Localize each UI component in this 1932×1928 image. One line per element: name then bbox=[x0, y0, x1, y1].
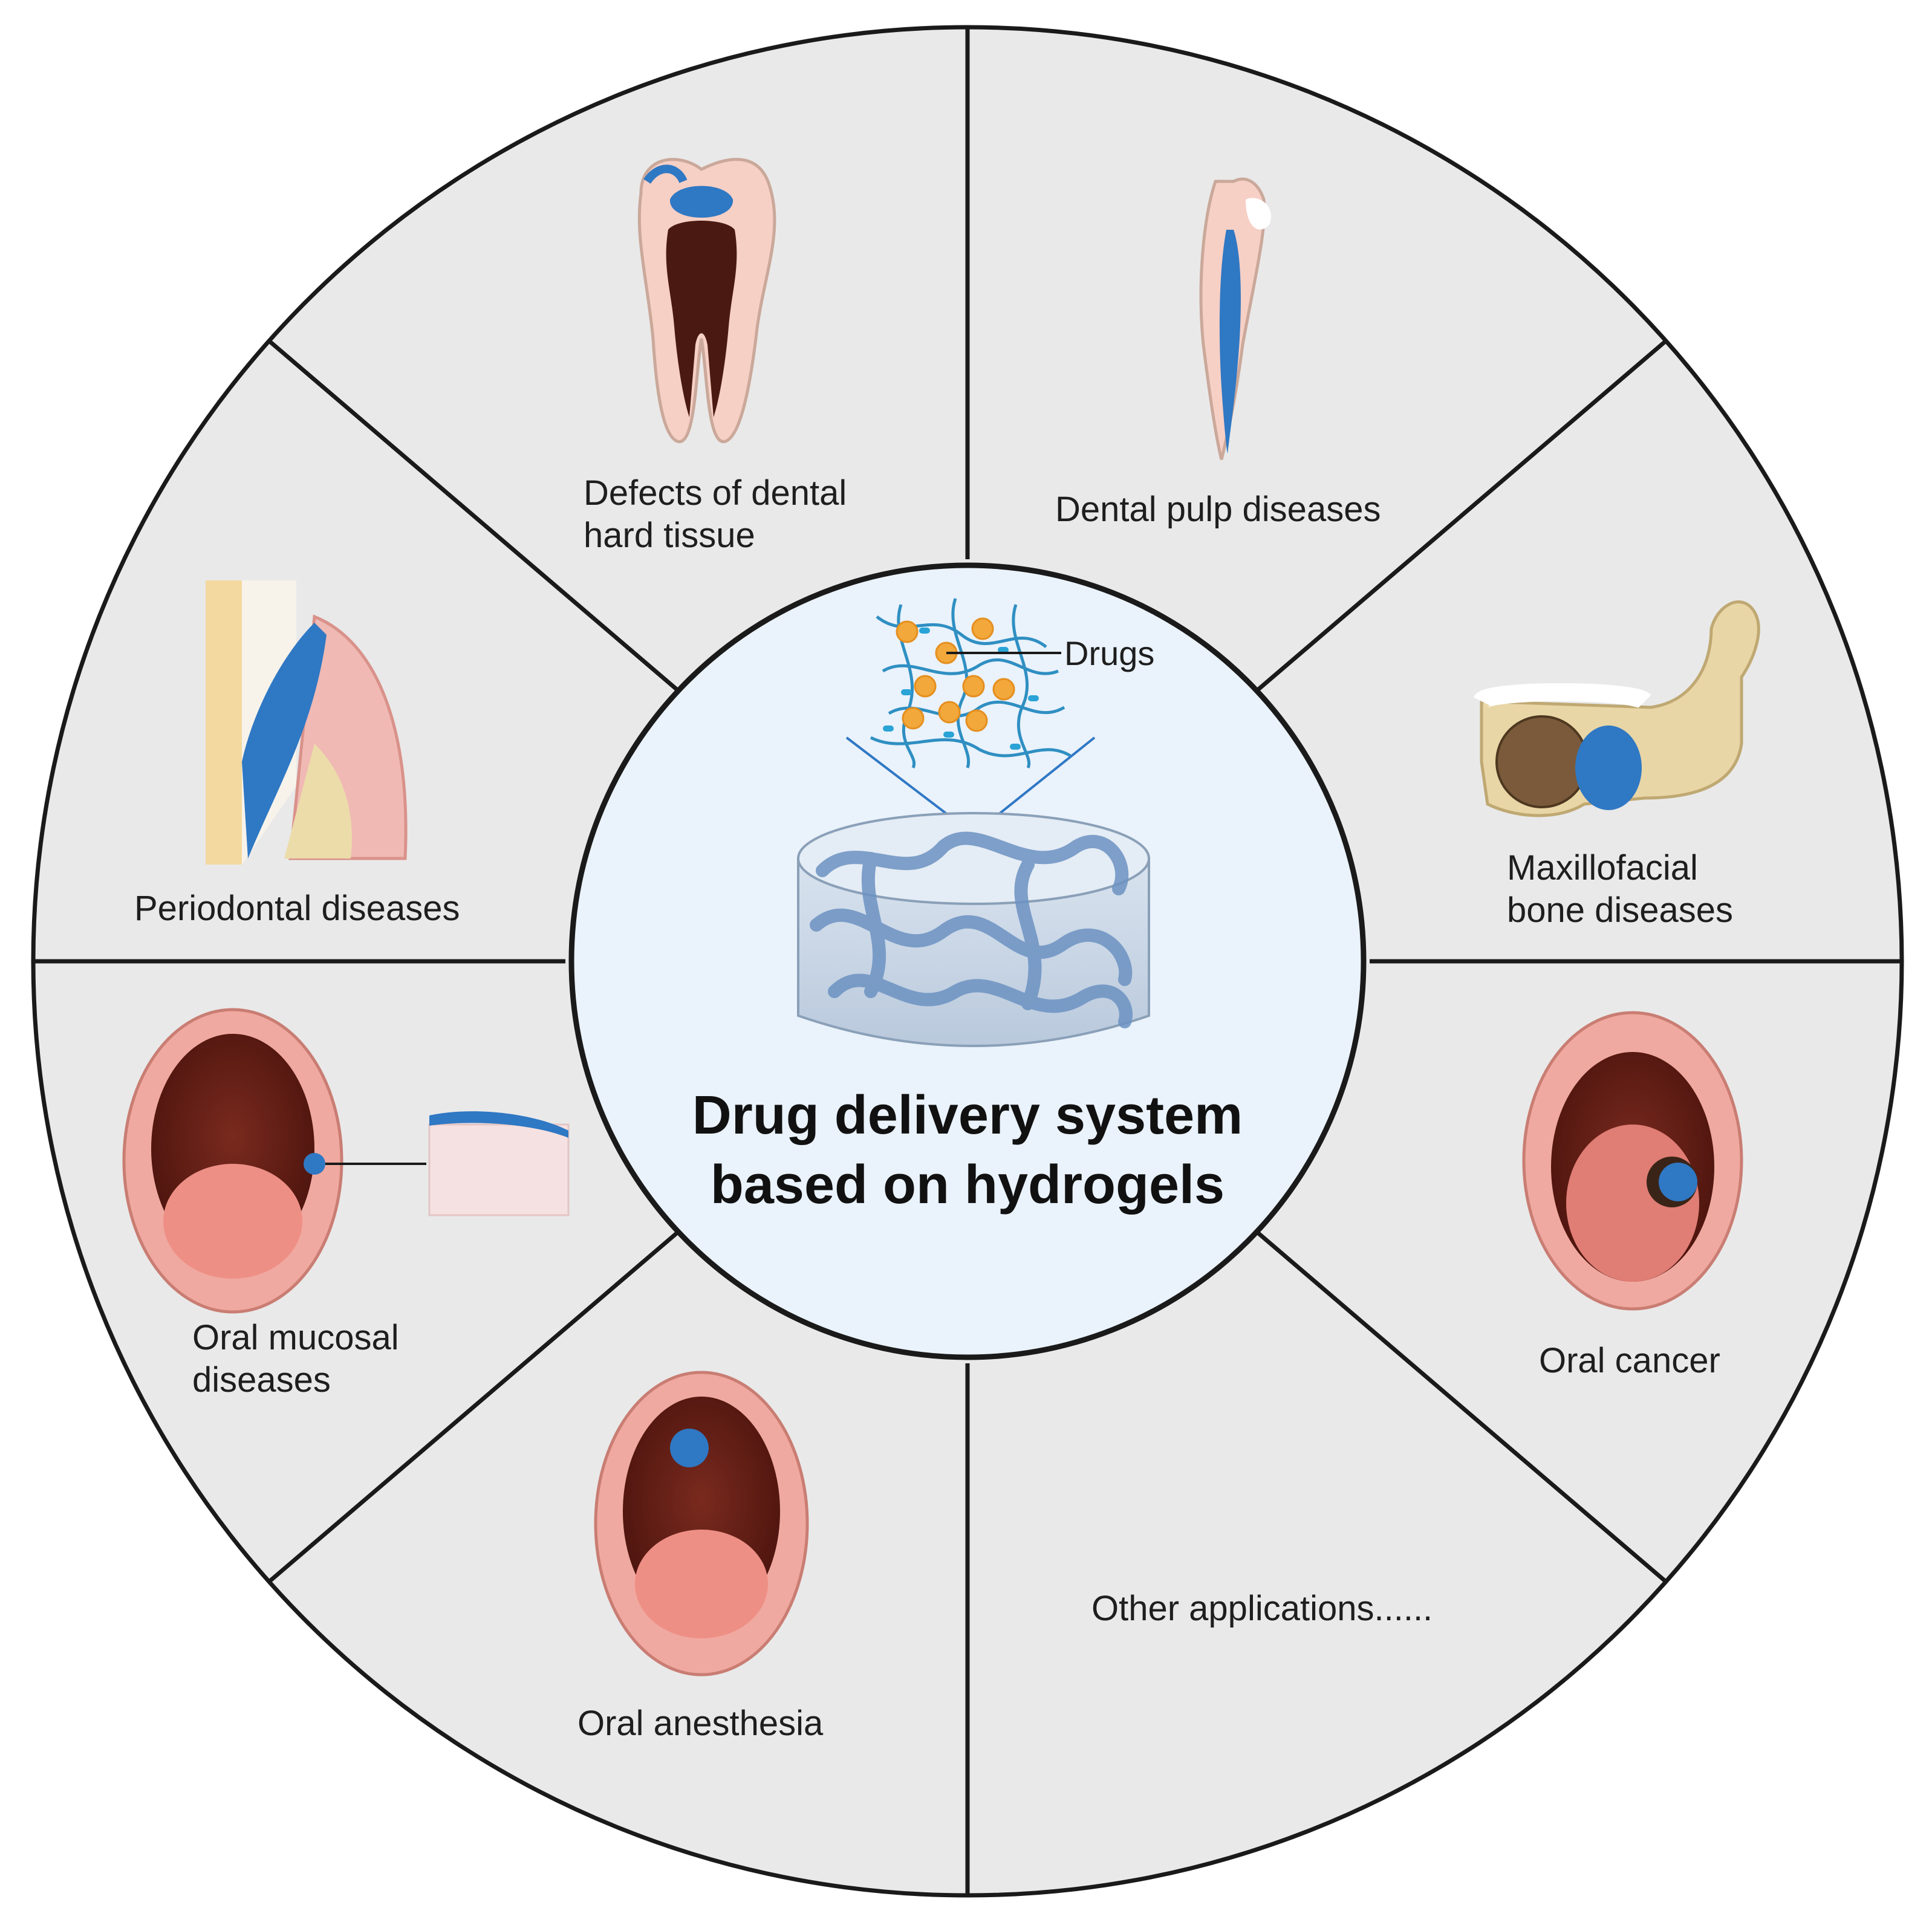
oral-mucosal-label-2: diseases bbox=[192, 1360, 331, 1400]
divider-top-left bbox=[267, 339, 683, 695]
drugs-label: Drugs bbox=[1064, 634, 1154, 672]
oral-anesthesia-label: Oral anesthesia bbox=[577, 1704, 824, 1743]
divider-bottom-right bbox=[1252, 1227, 1668, 1584]
pulp-tooth-icon bbox=[1199, 177, 1271, 460]
oral-cancer-label: Oral cancer bbox=[1539, 1341, 1720, 1380]
mandible-icon bbox=[1473, 600, 1760, 817]
maxillofacial-label-2: bone diseases bbox=[1507, 891, 1733, 930]
dental-pulp-label: Dental pulp diseases bbox=[1055, 490, 1381, 529]
crosslink-markers bbox=[883, 628, 1039, 750]
other-applications-label: Other applications...... bbox=[1091, 1589, 1433, 1628]
oral-mucosal-label-1: Oral mucosal bbox=[192, 1318, 399, 1357]
center-title-line1: Drug delivery system bbox=[692, 1085, 1243, 1146]
mouth-cancer-icon bbox=[1522, 1011, 1743, 1311]
hydrogel-disc-icon bbox=[797, 812, 1150, 1047]
drug-particles bbox=[896, 617, 1015, 732]
mouth-mucosal-icon bbox=[122, 1008, 570, 1314]
dental-hard-tissue-label-1: Defects of dental bbox=[584, 473, 847, 513]
mouth-anesthesia-icon bbox=[594, 1371, 809, 1676]
center-title-line2: based on hydrogels bbox=[711, 1155, 1225, 1215]
tooth-defect-icon bbox=[637, 158, 776, 443]
periodontal-tooth-icon bbox=[206, 580, 408, 865]
wheel-dividers bbox=[33, 27, 1902, 1895]
dental-hard-tissue-label-2: hard tissue bbox=[584, 516, 755, 555]
maxillofacial-label-1: Maxillofacial bbox=[1507, 848, 1698, 888]
periodontal-label: Periodontal diseases bbox=[134, 889, 460, 928]
divider-top-right bbox=[1252, 339, 1668, 695]
divider-bottom-left bbox=[267, 1227, 683, 1584]
